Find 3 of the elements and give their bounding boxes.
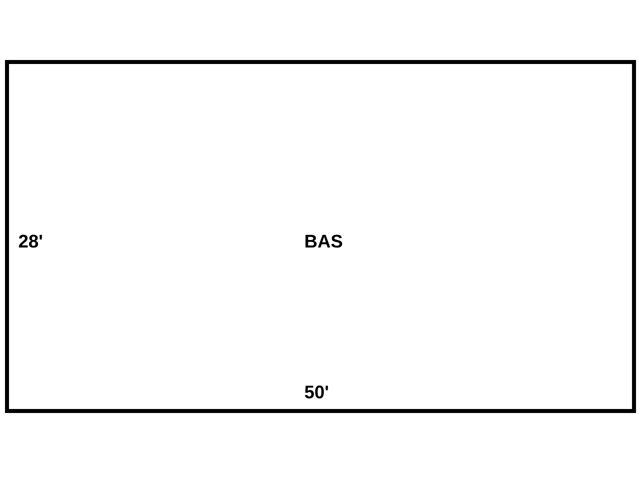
dimension-label: 50'	[304, 386, 328, 398]
area-label: BAS	[306, 234, 342, 248]
dimension-label: 28'	[18, 234, 42, 248]
